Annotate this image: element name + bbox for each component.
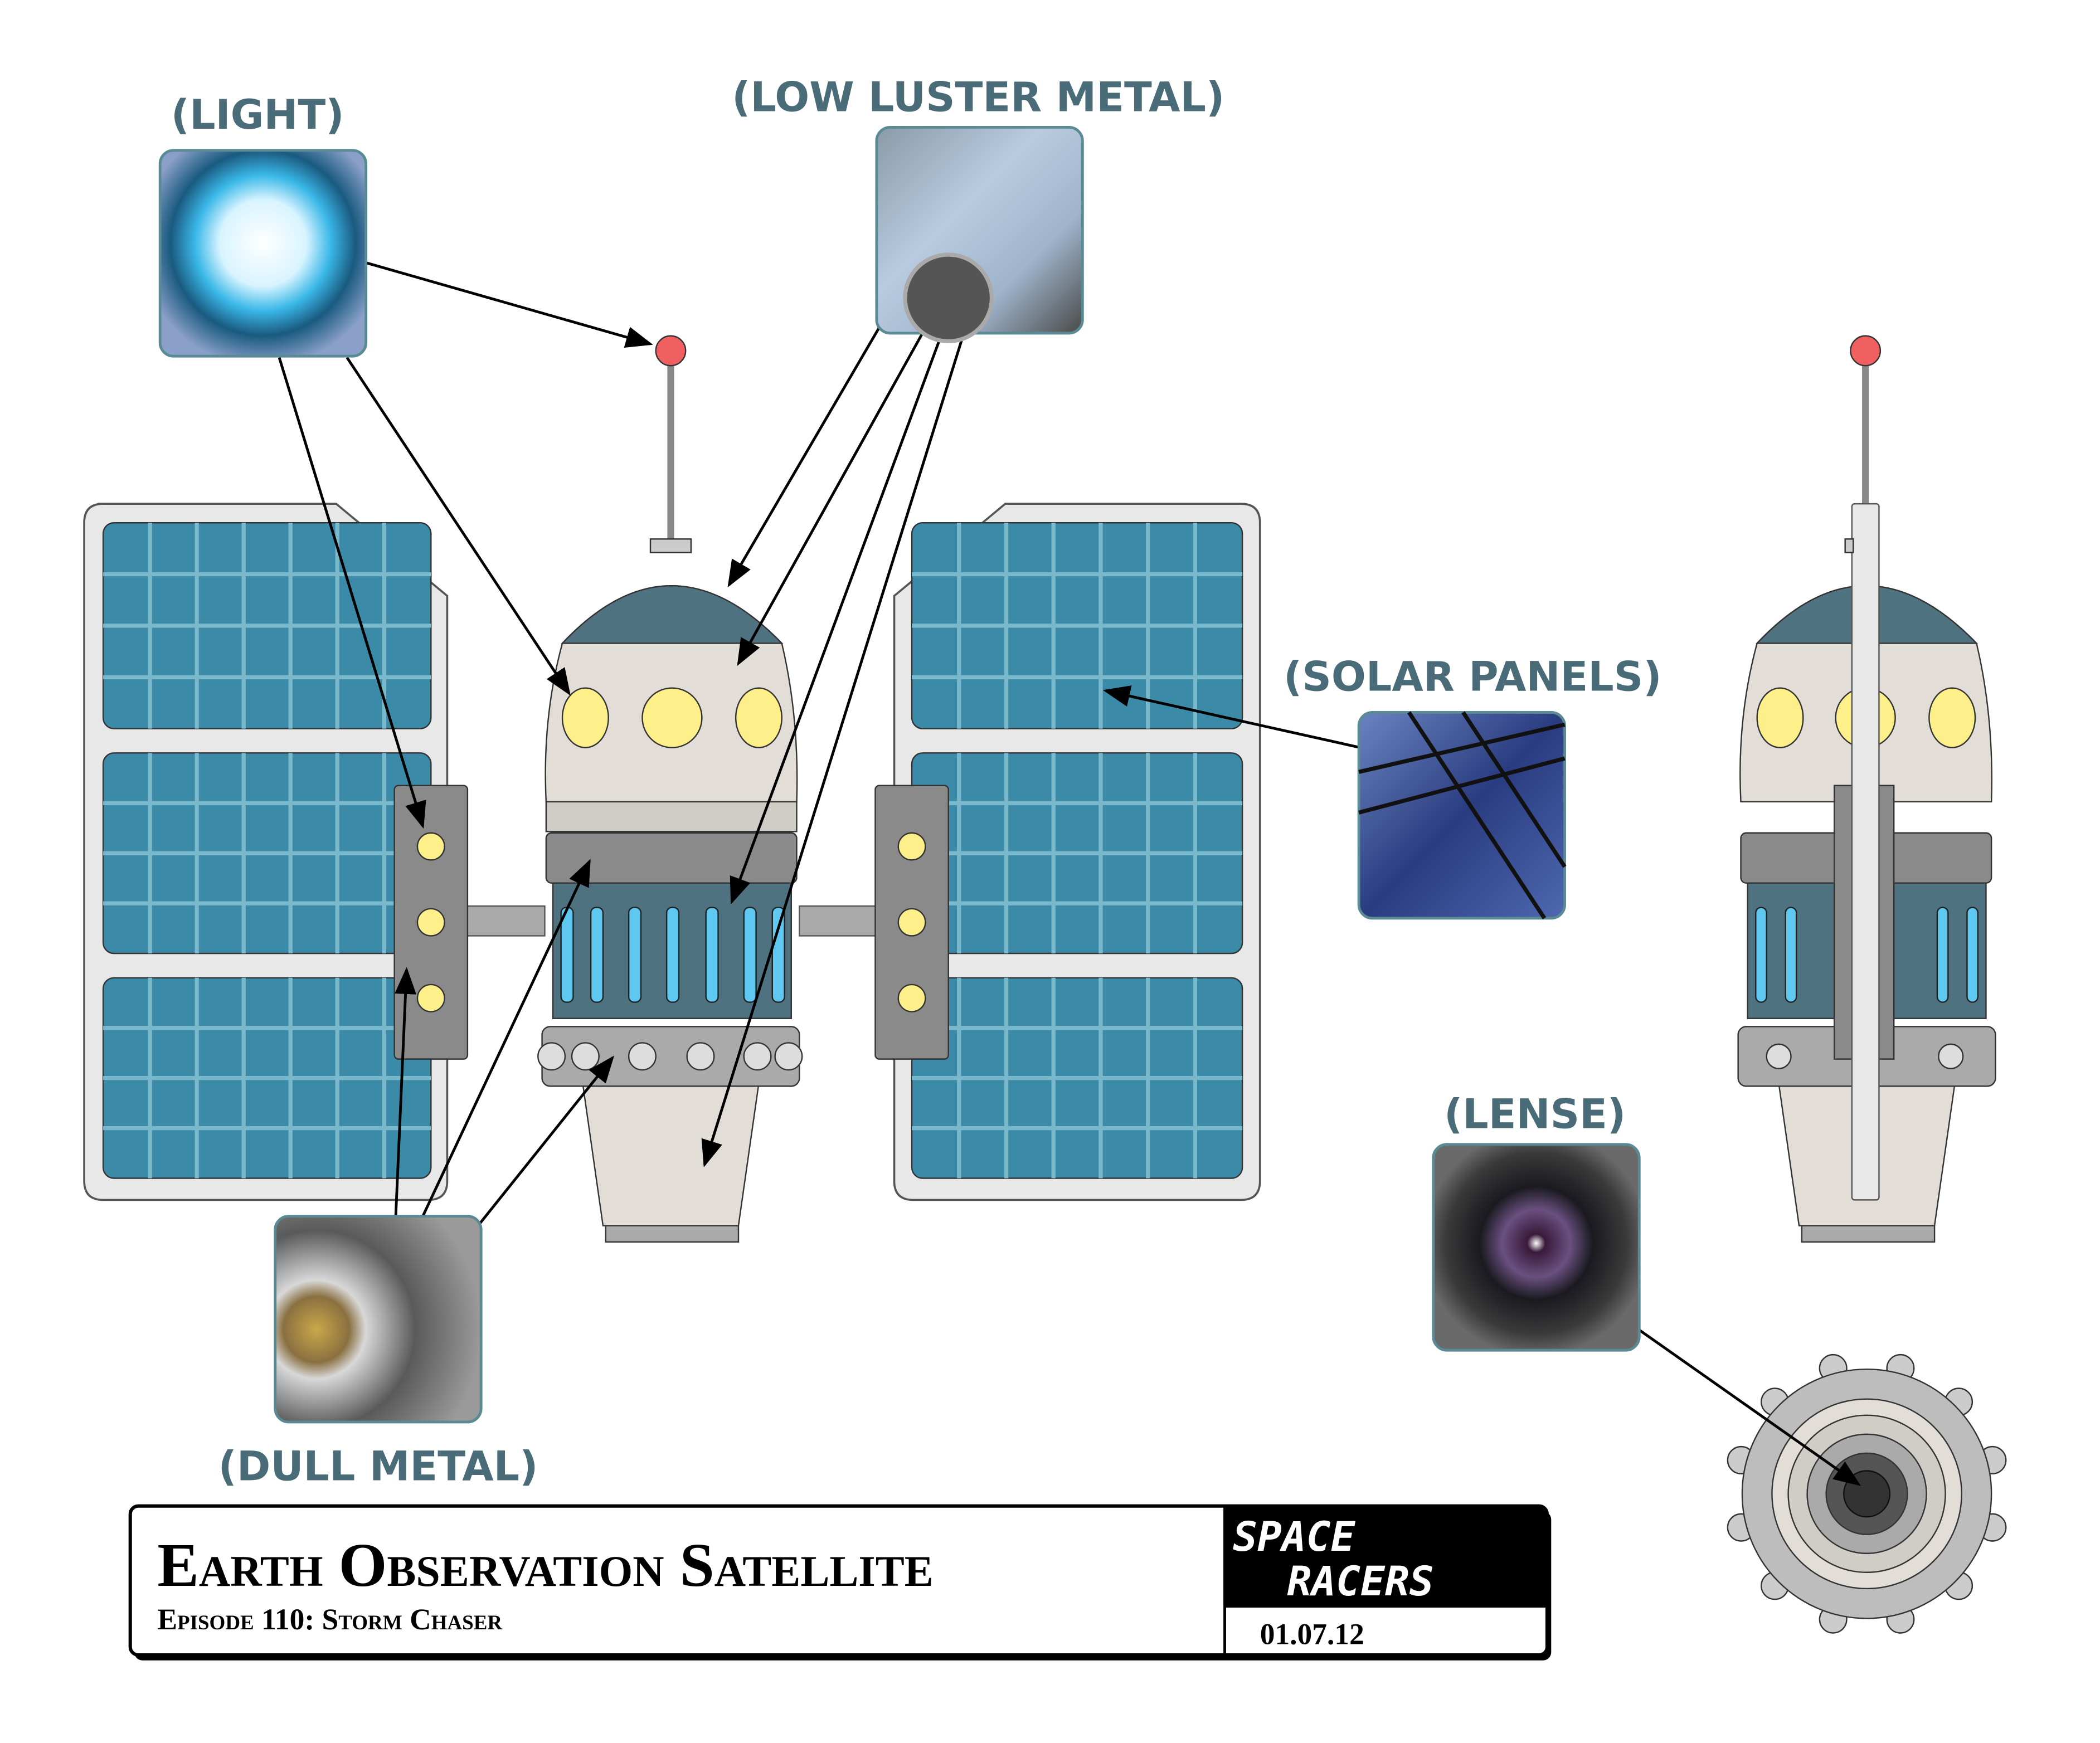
vent: [628, 907, 642, 1003]
vent: [590, 907, 604, 1003]
vent: [665, 907, 680, 1003]
antenna-light: [655, 335, 687, 367]
right-arm: [799, 905, 884, 937]
title: Earth Observation Satellite: [157, 1531, 933, 1600]
date: 01.07.12: [1260, 1618, 1364, 1651]
leader-arrows: [278, 261, 1861, 1486]
solar-panel-section: [911, 522, 1243, 729]
satellite-body-front: [537, 335, 803, 1243]
bolt: [537, 1042, 566, 1071]
swatch-light: (LIGHT): [158, 91, 368, 358]
vent: [705, 907, 719, 1003]
vent: [771, 907, 785, 1003]
solar-panel-section: [102, 522, 432, 729]
satellite-body-side: [1737, 335, 1996, 1243]
solar-panel-section: [911, 752, 1243, 955]
label-light: (LIGHT): [171, 91, 344, 139]
bolt: [628, 1042, 657, 1071]
subtitle: Episode 110: Storm Chaser: [157, 1603, 503, 1636]
bolt: [571, 1042, 600, 1071]
right-solar-panel: [893, 503, 1261, 1201]
label-dull-metal: (DULL METAL): [218, 1443, 538, 1490]
swatch-low-luster-metal: (LOW LUSTER METAL): [732, 74, 1224, 344]
right-bracket: [874, 785, 949, 1060]
label-low-luster-metal: (LOW LUSTER METAL): [732, 74, 1224, 121]
swatch-dull-metal: (DULL METAL): [218, 1215, 538, 1490]
vent: [743, 907, 757, 1003]
bolt: [743, 1042, 772, 1071]
left-arm: [460, 905, 546, 937]
label-lense: (LENSE): [1444, 1091, 1626, 1138]
logo-line2: RACERS: [1287, 1558, 1433, 1605]
label-solar-panels: (SOLAR PANELS): [1284, 654, 1661, 701]
solar-panel-section: [911, 977, 1243, 1179]
logo-line1: SPACE: [1233, 1513, 1356, 1561]
bolt: [774, 1042, 803, 1071]
vent: [560, 907, 574, 1003]
title-block: Earth Observation Satellite Episode 110:…: [128, 1504, 1552, 1661]
satellite-bottom-view: [1727, 1353, 2007, 1634]
bolt: [686, 1042, 715, 1071]
swatch-solar-panels: (SOLAR PANELS): [1284, 654, 1662, 920]
solar-panel-section: [102, 977, 432, 1179]
left-solar-panel: [83, 503, 449, 1201]
swatch-lense: (LENSE): [1432, 1091, 1641, 1352]
solar-panel-section: [102, 752, 432, 955]
